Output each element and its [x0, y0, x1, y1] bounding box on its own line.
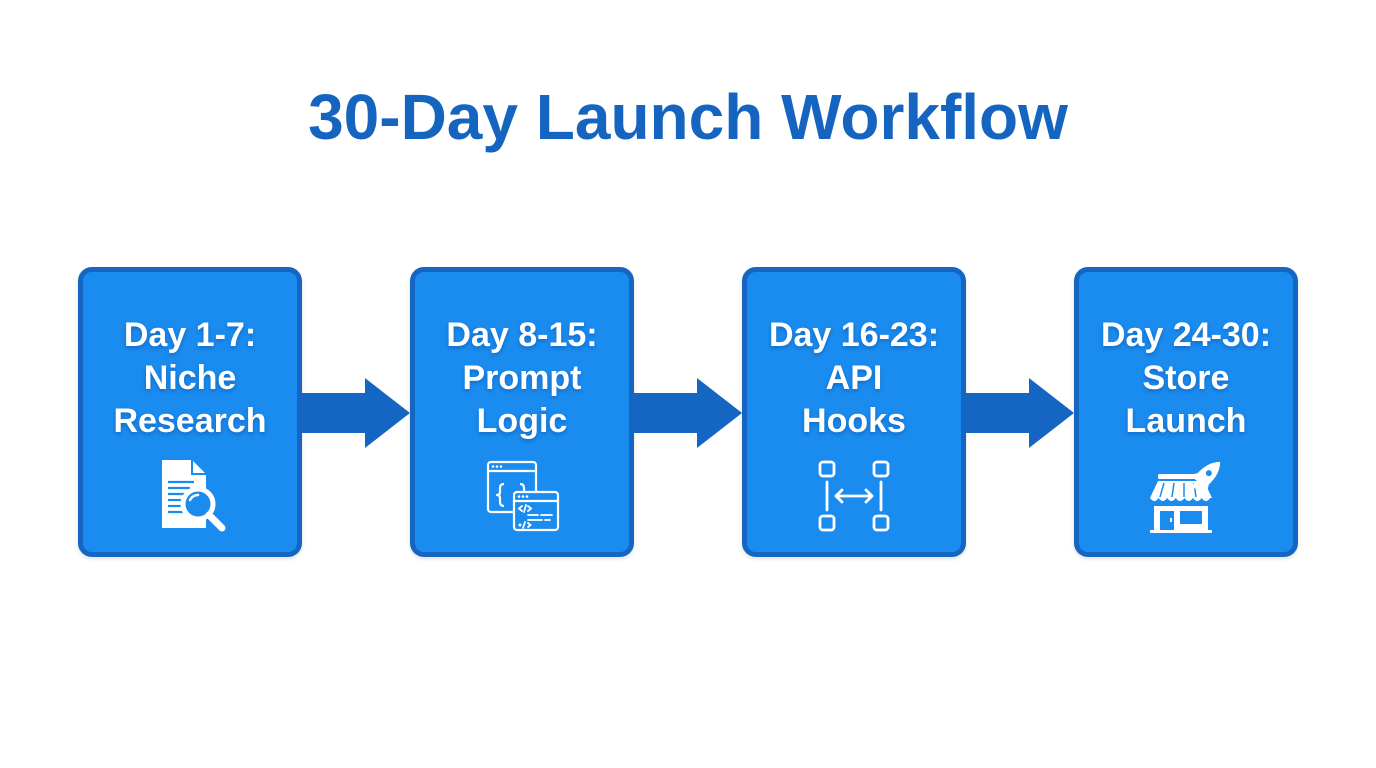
diagram-title: 30-Day Launch Workflow: [308, 81, 1068, 153]
step-label: Day 16-23: API Hooks: [747, 314, 961, 443]
step-day-range: Day 8-15:: [446, 316, 598, 354]
step-prompt-logic: Day 8-15: Prompt Logic: [410, 267, 634, 557]
step-title-line1: Niche: [143, 359, 237, 397]
step-title-line1: API: [825, 359, 883, 397]
document-search-icon: [162, 460, 226, 532]
step-title-line1: Prompt: [462, 359, 582, 397]
step-api-hooks: Day 16-23: API Hooks: [742, 267, 966, 557]
step-day-range: Day 24-30:: [1100, 316, 1272, 354]
step-day-range: Day 16-23:: [768, 316, 940, 354]
arrow-right-icon: [964, 378, 1074, 448]
step-label: Day 1-7: Niche Research: [83, 314, 297, 443]
api-connection-icon: [818, 460, 890, 532]
step-niche-research: Day 1-7: Niche Research: [78, 267, 302, 557]
step-title-line2: Logic: [476, 402, 568, 440]
step-title-line2: Launch: [1125, 402, 1247, 440]
step-title-line2: Research: [113, 402, 267, 440]
store-rocket-icon: [1150, 461, 1221, 533]
arrow-right-icon: [632, 378, 742, 448]
step-label: Day 8-15: Prompt Logic: [415, 314, 629, 443]
code-windows-icon: [486, 460, 560, 532]
step-title-line1: Store: [1142, 359, 1230, 397]
step-day-range: Day 1-7:: [123, 316, 257, 354]
step-store-launch: Day 24-30: Store Launch: [1074, 267, 1298, 557]
step-label: Day 24-30: Store Launch: [1079, 314, 1293, 443]
step-title-line2: Hooks: [802, 402, 906, 440]
arrow-right-icon: [300, 378, 410, 448]
